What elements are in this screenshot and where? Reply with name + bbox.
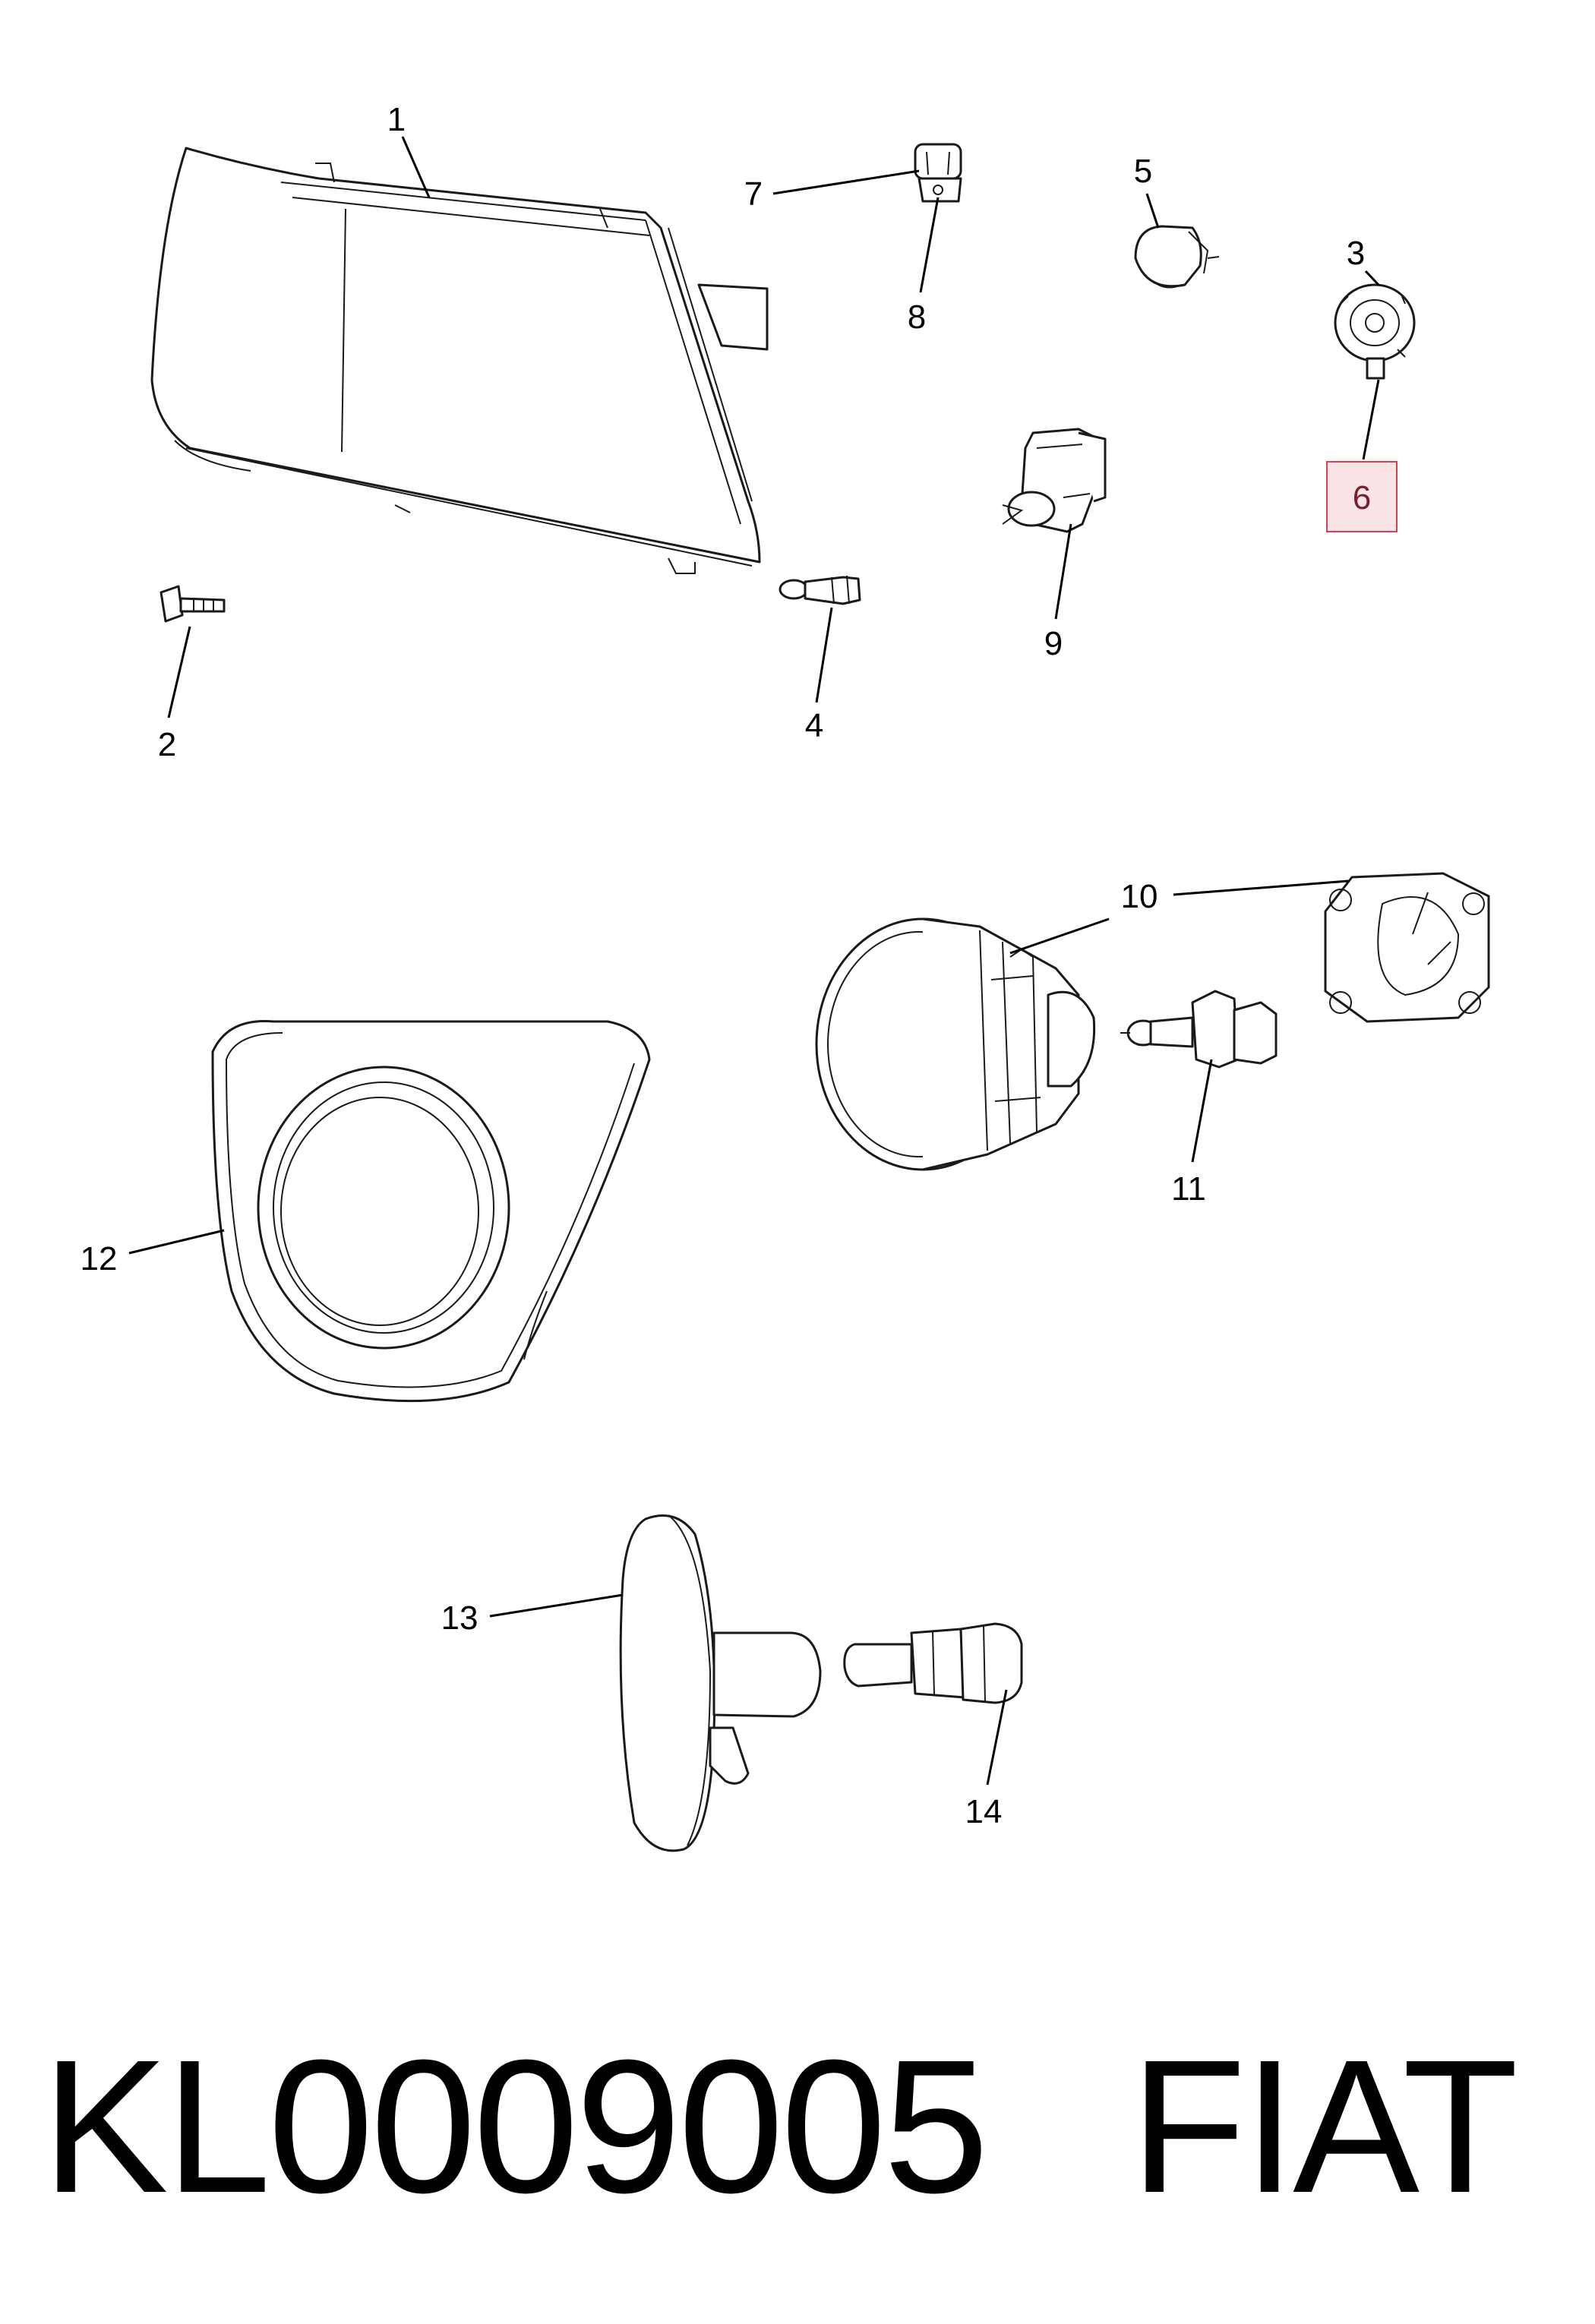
part-3-6-socket [1334, 283, 1416, 380]
callout-13: 13 [441, 1599, 478, 1637]
part-5-bulb [1134, 225, 1220, 289]
callout-7: 7 [744, 175, 763, 213]
part-1-headlamp [150, 147, 769, 574]
part-9-holder [1002, 428, 1107, 533]
callout-labels: 1 2 3 4 5 6 7 8 9 10 11 12 13 14 [81, 101, 1398, 1830]
leader-12 [128, 1229, 225, 1255]
leader-2 [167, 626, 191, 718]
leader-5 [1145, 193, 1160, 229]
callout-11: 11 [1171, 1170, 1206, 1208]
part-11-fog-bulb [1120, 990, 1278, 1069]
callout-6-highlight [1326, 461, 1398, 532]
callout-1: 1 [387, 101, 406, 138]
leader-6 [1362, 379, 1380, 460]
part-2-screw [160, 585, 226, 623]
leader-10a [1009, 917, 1110, 955]
leader-13 [489, 1593, 624, 1618]
leader-10b [1173, 879, 1349, 896]
leader-lines [128, 136, 1380, 1786]
exploded-view-svg: 1 2 3 4 5 6 7 8 9 10 11 12 13 14 [81, 101, 1490, 1852]
callout-14: 14 [965, 1793, 1003, 1830]
brand-name: FIAT [1130, 2020, 1518, 2232]
callout-6: 6 [1353, 479, 1371, 516]
callout-10: 10 [1121, 878, 1158, 915]
leader-8 [919, 197, 940, 293]
callout-4: 4 [805, 707, 823, 744]
part-13-side-marker [619, 1514, 822, 1852]
part-caption: KL0009005 FIAT [42, 2013, 1561, 2240]
parts-diagram: 1 2 3 4 5 6 7 8 9 10 11 12 13 14 [81, 101, 1490, 1852]
callout-5: 5 [1134, 153, 1152, 190]
callout-12: 12 [81, 1240, 118, 1277]
callout-9: 9 [1044, 625, 1063, 662]
leader-11 [1191, 1059, 1213, 1163]
part-12-bezel [211, 1020, 651, 1403]
callout-8: 8 [908, 298, 926, 336]
leader-1 [401, 136, 431, 198]
leader-3 [1364, 270, 1380, 286]
leader-4 [815, 607, 833, 703]
part-7-8-bulb-socket [914, 143, 962, 203]
part-number: KL0009005 [42, 2020, 989, 2232]
part-14-bulb [843, 1622, 1023, 1704]
part-4-bulb [779, 575, 861, 605]
callout-3: 3 [1347, 235, 1365, 272]
leader-7 [772, 169, 920, 195]
part-10-fog-lamp [815, 872, 1490, 1171]
leader-9 [1054, 523, 1072, 620]
callout-2: 2 [158, 726, 176, 763]
leader-14 [986, 1689, 1008, 1786]
